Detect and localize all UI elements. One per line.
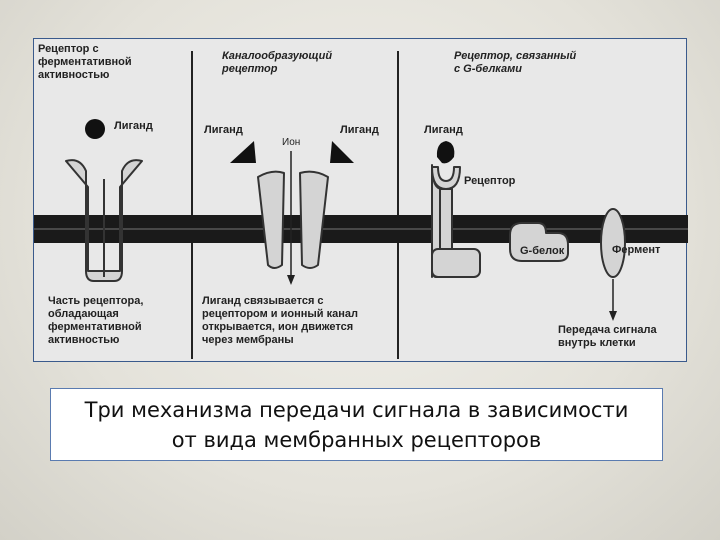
heading-channel: Каналообразующий рецептор — [221, 50, 335, 75]
diagram-svg: Рецептор с ферментативной активностью Ка… — [34, 43, 688, 359]
label-enzyme: Фермент — [612, 244, 661, 256]
caption: Три механизма передачи сигнала в зависим… — [50, 388, 663, 461]
enzyme — [600, 208, 626, 278]
ligand-ball — [85, 119, 105, 139]
g-protein — [509, 222, 569, 262]
desc-channel: Лиганд связывается с рецептором и ионный… — [202, 295, 361, 346]
label-ligand-1: Лиганд — [114, 120, 153, 132]
label-ligand-3: Лиганд — [340, 124, 379, 136]
signal-arrowhead — [609, 311, 617, 321]
caption-line-1: Три механизма передачи сигнала в зависим… — [84, 397, 629, 422]
desc-gprotein: Передача сигнала внутрь клетки — [558, 324, 660, 349]
heading-gprotein: Рецептор, связанный с G-белками — [454, 50, 579, 75]
ion-arrowhead — [287, 275, 295, 285]
label-receptor: Рецептор — [464, 175, 516, 187]
gpcr-base — [431, 248, 481, 278]
signal-mechanisms-figure: Рецептор с ферментативной активностью Ка… — [33, 38, 688, 362]
channel-left-half — [257, 170, 285, 269]
heading-enzymatic: Рецептор с ферментативной активностью — [38, 43, 135, 81]
channel-right-half — [299, 170, 329, 269]
caption-line-2: от вида мембранных рецепторов — [171, 427, 542, 452]
label-g-protein: G-белок — [520, 245, 565, 257]
enzymatic-receptor — [65, 159, 143, 282]
desc-enzymatic: Часть рецептора, обладающая ферментативн… — [48, 295, 146, 346]
ligand-triangle-left — [230, 141, 256, 163]
label-ion: Ион — [282, 137, 300, 148]
label-ligand-2: Лиганд — [204, 124, 243, 136]
ligand-triangle-right — [330, 141, 354, 163]
gpcr-receptor-head — [431, 166, 461, 190]
label-ligand-4: Лиганд — [424, 124, 463, 136]
ligand-blob — [436, 141, 455, 164]
